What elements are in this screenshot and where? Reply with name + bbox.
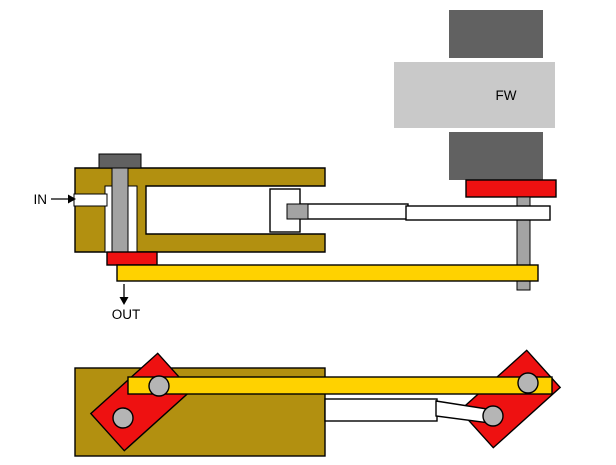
right-crank-plate <box>458 349 562 449</box>
left-crank-bottom-pin <box>112 407 134 429</box>
coupler-rod <box>324 398 438 422</box>
beam-side <box>116 264 539 282</box>
valve-rod <box>111 167 129 255</box>
flywheel-top-block <box>449 10 543 58</box>
inlet-arrow-head <box>68 194 76 204</box>
flywheel-label: FW <box>496 88 517 103</box>
right-crank-bottom-pin <box>482 405 504 427</box>
beam-top <box>127 376 553 395</box>
flywheel-crank <box>465 179 557 198</box>
right-crank-top-pin <box>517 372 539 394</box>
link-rod <box>405 205 551 221</box>
top-view <box>74 349 562 457</box>
inlet-port <box>73 193 108 207</box>
left-crank-top-pin <box>148 375 170 397</box>
piston-pin <box>286 203 309 220</box>
outlet-label: OUT <box>112 307 141 322</box>
side-view: FW IN <box>34 10 557 322</box>
piston-rod <box>299 203 409 220</box>
outlet-arrow-head <box>119 297 129 305</box>
inlet-label: IN <box>34 192 48 207</box>
flywheel-bottom-block <box>449 132 543 180</box>
outlet-valve <box>106 251 158 266</box>
valve-cap <box>98 153 142 169</box>
flywheel-body <box>394 62 555 128</box>
